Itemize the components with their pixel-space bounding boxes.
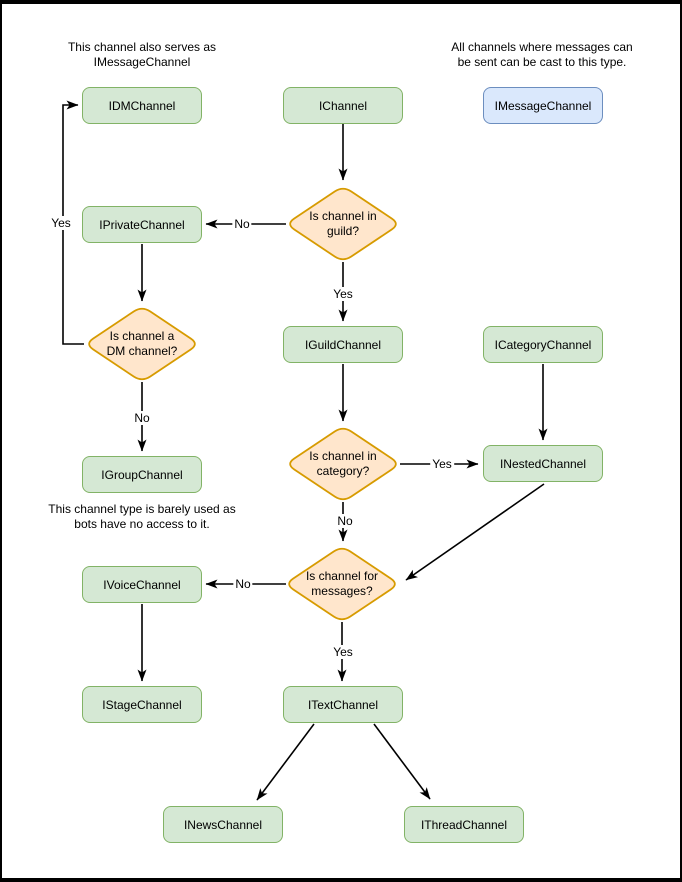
edge-itextchannel-to-inewschannel: [256, 723, 315, 801]
node-itextchannel-label: ITextChannel: [307, 697, 379, 712]
node-igroupchannel-label: IGroupChannel: [101, 467, 183, 482]
edge-inestedchannel-to-messages-decision: [405, 483, 545, 581]
node-ichannel: IChannel: [283, 87, 403, 124]
edge-label-dm-yes: Yes: [49, 216, 73, 230]
node-igroupchannel: IGroupChannel: [82, 456, 202, 493]
node-inestedchannel: INestedChannel: [483, 445, 603, 482]
note-serves-imessagechannel: This channel also serves as IMessageChan…: [67, 40, 217, 69]
node-ichannel-label: IChannel: [318, 98, 368, 113]
edge-label-category-no: No: [335, 514, 355, 528]
node-ithreadchannel-label: IThreadChannel: [420, 817, 508, 832]
node-iguildchannel-label: IGuildChannel: [304, 337, 382, 352]
decision-is-channel-a-dm-label: Is channel a DM channel?: [106, 329, 178, 358]
edge-label-category-yes: Yes: [430, 457, 454, 471]
node-istagechannel-label: IStageChannel: [102, 697, 182, 712]
decision-is-channel-for-messages-label: Is channel for messages?: [305, 569, 379, 598]
edges-layer: [62, 100, 548, 801]
decision-is-channel-in-category-label: Is channel in category?: [309, 449, 377, 478]
node-imessagechannel-label: IMessageChannel: [494, 98, 592, 113]
edge-label-messages-no: No: [233, 577, 253, 591]
node-iguildchannel: IGuildChannel: [283, 326, 403, 363]
node-icategorychannel: ICategoryChannel: [483, 326, 603, 363]
edge-label-messages-yes: Yes: [331, 645, 355, 659]
note-cast-to-imessagechannel: All channels where messages can be sent …: [451, 40, 633, 69]
node-istagechannel: IStageChannel: [82, 686, 202, 723]
edge-label-dm-no: No: [132, 411, 152, 425]
node-icategorychannel-label: ICategoryChannel: [494, 337, 592, 352]
note-groupchannel-barely-used: This channel type is barely used as bots…: [48, 502, 236, 531]
node-imessagechannel: IMessageChannel: [483, 87, 603, 124]
decision-is-channel-in-guild-label: Is channel in guild?: [309, 209, 377, 238]
node-idmchannel: IDMChannel: [82, 87, 202, 124]
edge-label-guild-yes: Yes: [331, 287, 355, 301]
edge-label-guild-no: No: [232, 217, 252, 231]
node-inewschannel: INewsChannel: [163, 806, 283, 843]
node-inewschannel-label: INewsChannel: [183, 817, 263, 832]
node-ithreadchannel: IThreadChannel: [404, 806, 524, 843]
node-iprivatechannel-label: IPrivateChannel: [99, 217, 185, 232]
node-ivoicechannel-label: IVoiceChannel: [103, 577, 181, 592]
node-idmchannel-label: IDMChannel: [108, 98, 176, 113]
node-ivoicechannel: IVoiceChannel: [82, 566, 202, 603]
edge-itextchannel-to-ithreadchannel: [373, 723, 431, 800]
node-iprivatechannel: IPrivateChannel: [82, 206, 202, 243]
node-inestedchannel-label: INestedChannel: [499, 456, 587, 471]
node-itextchannel: ITextChannel: [283, 686, 403, 723]
